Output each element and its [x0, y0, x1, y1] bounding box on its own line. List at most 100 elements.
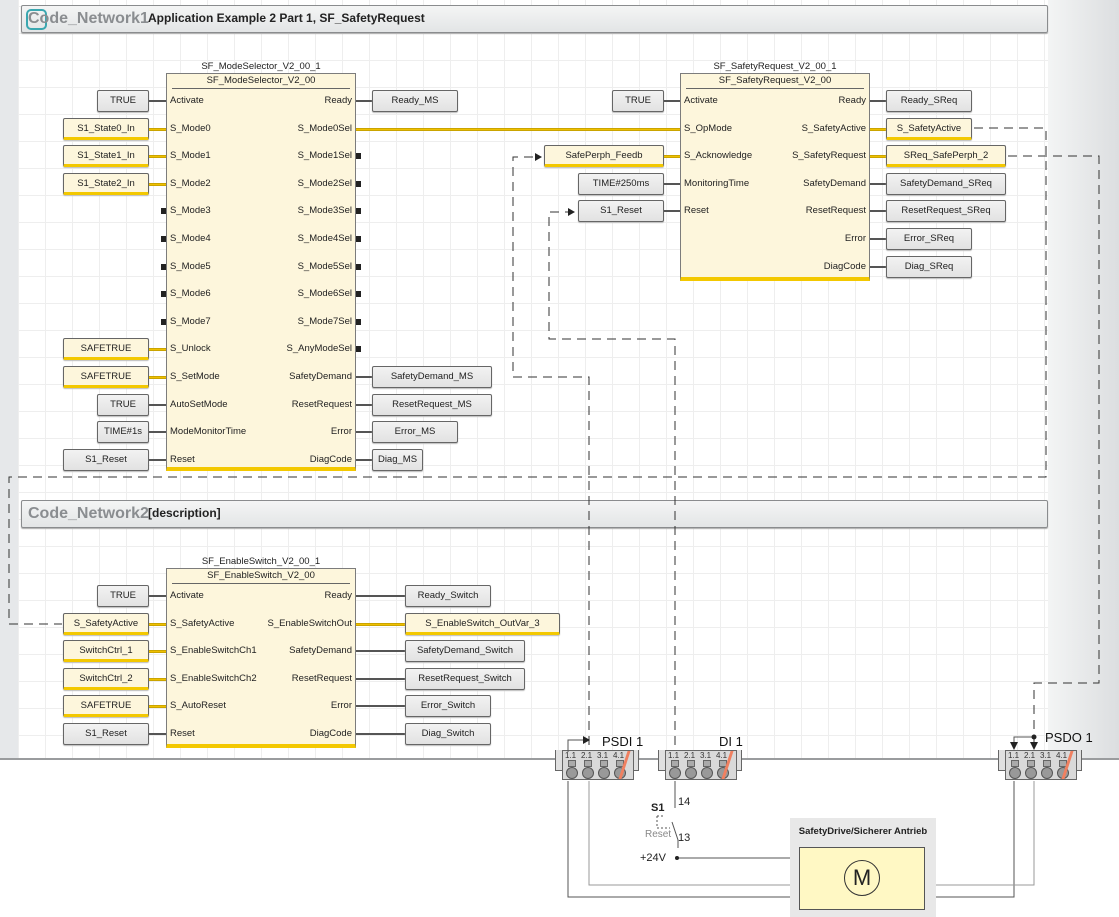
function-block-safety-request[interactable]: SF_SafetyRequest_V2_00 [680, 73, 870, 281]
output-variable[interactable]: ResetRequest_MS [372, 393, 492, 416]
network2-header[interactable]: Code_Network2 [description] [21, 500, 1048, 528]
arrow-icon [568, 208, 575, 216]
output-variable[interactable]: S_SafetyActive [886, 117, 972, 140]
io-module-name: DI 1 [719, 734, 743, 749]
terminal-led-icon [671, 760, 679, 767]
terminal-screw-icon [582, 767, 594, 779]
terminal-number: 3.1 [597, 751, 609, 760]
terminal-number: 4.1 [613, 751, 625, 760]
input-variable[interactable]: SwitchCtrl_1 [63, 640, 149, 663]
input-variable[interactable]: S_SafetyActive [63, 612, 149, 635]
input-variable[interactable]: TIME#1s [97, 421, 149, 444]
input-variable[interactable]: S1_State1_In [63, 145, 149, 168]
input-variable[interactable]: SwitchCtrl_2 [63, 667, 149, 690]
input-variable[interactable]: S1_State2_In [63, 172, 149, 195]
network1-description[interactable]: Application Example 2 Part 1, SF_SafetyR… [148, 11, 425, 25]
output-variable[interactable]: Error_SReq [886, 228, 972, 250]
terminal[interactable]: 1.1 [667, 751, 683, 779]
input-wire [149, 100, 166, 102]
input-wire [149, 155, 166, 159]
input-variable[interactable]: S1_Reset [63, 723, 149, 745]
motor-icon: M [844, 860, 880, 896]
output-variable[interactable]: Diag_Switch [405, 723, 491, 745]
output-variable[interactable]: SafetyDemand_MS [372, 366, 492, 388]
function-block-mode-selector[interactable]: SF_ModeSelector_V2_00 [166, 73, 356, 471]
input-variable[interactable]: TRUE [97, 585, 149, 607]
output-variable[interactable]: Ready_Switch [405, 585, 491, 607]
input-variable[interactable]: TRUE [612, 90, 664, 112]
output-variable[interactable]: Error_MS [372, 421, 458, 444]
output-variable[interactable]: Ready_MS [372, 90, 458, 112]
dashed-link-reset [548, 211, 676, 745]
output-variable[interactable]: ResetRequest_SReq [886, 200, 1006, 223]
unconnected-pin-marker [161, 291, 166, 298]
supply-label: +24V [640, 852, 666, 864]
input-variable[interactable]: TRUE [97, 393, 149, 416]
output-wire [870, 265, 886, 268]
output-variable[interactable]: SReq_SafePerph_2 [886, 145, 1006, 168]
terminal-number: 2.1 [581, 751, 593, 760]
output-variable[interactable]: Diag_MS [372, 448, 423, 471]
output-variable[interactable]: SafetyDemand_SReq [886, 172, 1006, 195]
input-pin-label: MonitoringTime [684, 177, 750, 189]
output-variable[interactable]: Error_Switch [405, 695, 491, 718]
output-pin-label: S_Mode4Sel [297, 233, 352, 244]
input-wire [149, 595, 166, 597]
input-variable[interactable]: SAFETRUE [63, 338, 149, 361]
input-variable[interactable]: TIME#250ms [578, 172, 664, 195]
input-pin-label: S_Mode0 [170, 122, 211, 134]
output-variable[interactable]: Ready_SReq [886, 90, 972, 112]
input-variable[interactable]: SAFETRUE [63, 695, 149, 718]
io-module-name: PSDO 1 [1045, 730, 1093, 745]
input-variable[interactable]: S1_Reset [578, 200, 664, 223]
wire-psdi-1 [567, 781, 808, 898]
output-variable[interactable]: ResetRequest_Switch [405, 667, 525, 690]
input-variable[interactable]: SAFETRUE [63, 366, 149, 388]
input-pin-label: S_Unlock [170, 343, 211, 355]
input-pin-label: S_Mode5 [170, 260, 211, 272]
output-pin-label: Ready [324, 590, 352, 601]
input-pin-label: S_SafetyActive [170, 617, 235, 629]
terminal-number: 3.1 [700, 751, 712, 760]
network1-header[interactable]: Code_Network1 Application Example 2 Part… [21, 5, 1048, 33]
terminal[interactable]: 3.1 [596, 751, 612, 779]
terminal-led-icon [584, 760, 592, 767]
input-variable[interactable]: S1_State0_In [63, 117, 149, 140]
input-wire [149, 733, 166, 735]
function-block-enable-switch[interactable]: SF_EnableSwitch_V2_00 [166, 568, 356, 748]
output-variable[interactable]: Diag_SReq [886, 255, 972, 278]
input-wire [149, 431, 166, 434]
terminal[interactable]: 2.1 [580, 751, 596, 779]
input-pin-label: S_Mode4 [170, 233, 211, 244]
terminal[interactable]: 2.1 [1023, 751, 1039, 779]
output-wire [356, 376, 372, 378]
input-pin-label: Reset [170, 453, 195, 465]
input-variable[interactable]: SafePerph_Feedb [544, 145, 664, 168]
output-wire [870, 210, 886, 213]
input-variable[interactable]: TRUE [97, 90, 149, 112]
selection-cursor-icon [26, 9, 47, 30]
terminal[interactable]: 1.1 [564, 751, 580, 779]
input-variable[interactable]: S1_Reset [63, 448, 149, 471]
network2-description[interactable]: [description] [148, 506, 221, 520]
unconnected-pin-marker [356, 180, 361, 187]
drive-body: M [799, 847, 925, 910]
terminal-screw-icon [701, 767, 713, 779]
terminal[interactable]: 2.1 [683, 751, 699, 779]
input-pin-label: S_Mode3 [170, 205, 211, 217]
terminal[interactable]: 1.1 [1007, 751, 1023, 779]
terminal[interactable]: 3.1 [699, 751, 715, 779]
arrow-down-icon [1030, 742, 1038, 750]
input-pin-label: Activate [170, 95, 204, 106]
output-variable[interactable]: S_EnableSwitch_OutVar_3 [405, 612, 560, 635]
input-pin-label: Activate [684, 95, 718, 106]
terminal[interactable]: 3.1 [1039, 751, 1055, 779]
terminal-number: 4.1 [1056, 751, 1068, 760]
output-variable[interactable]: SafetyDemand_Switch [405, 640, 525, 663]
output-wire [870, 238, 886, 240]
output-wire [356, 100, 372, 102]
